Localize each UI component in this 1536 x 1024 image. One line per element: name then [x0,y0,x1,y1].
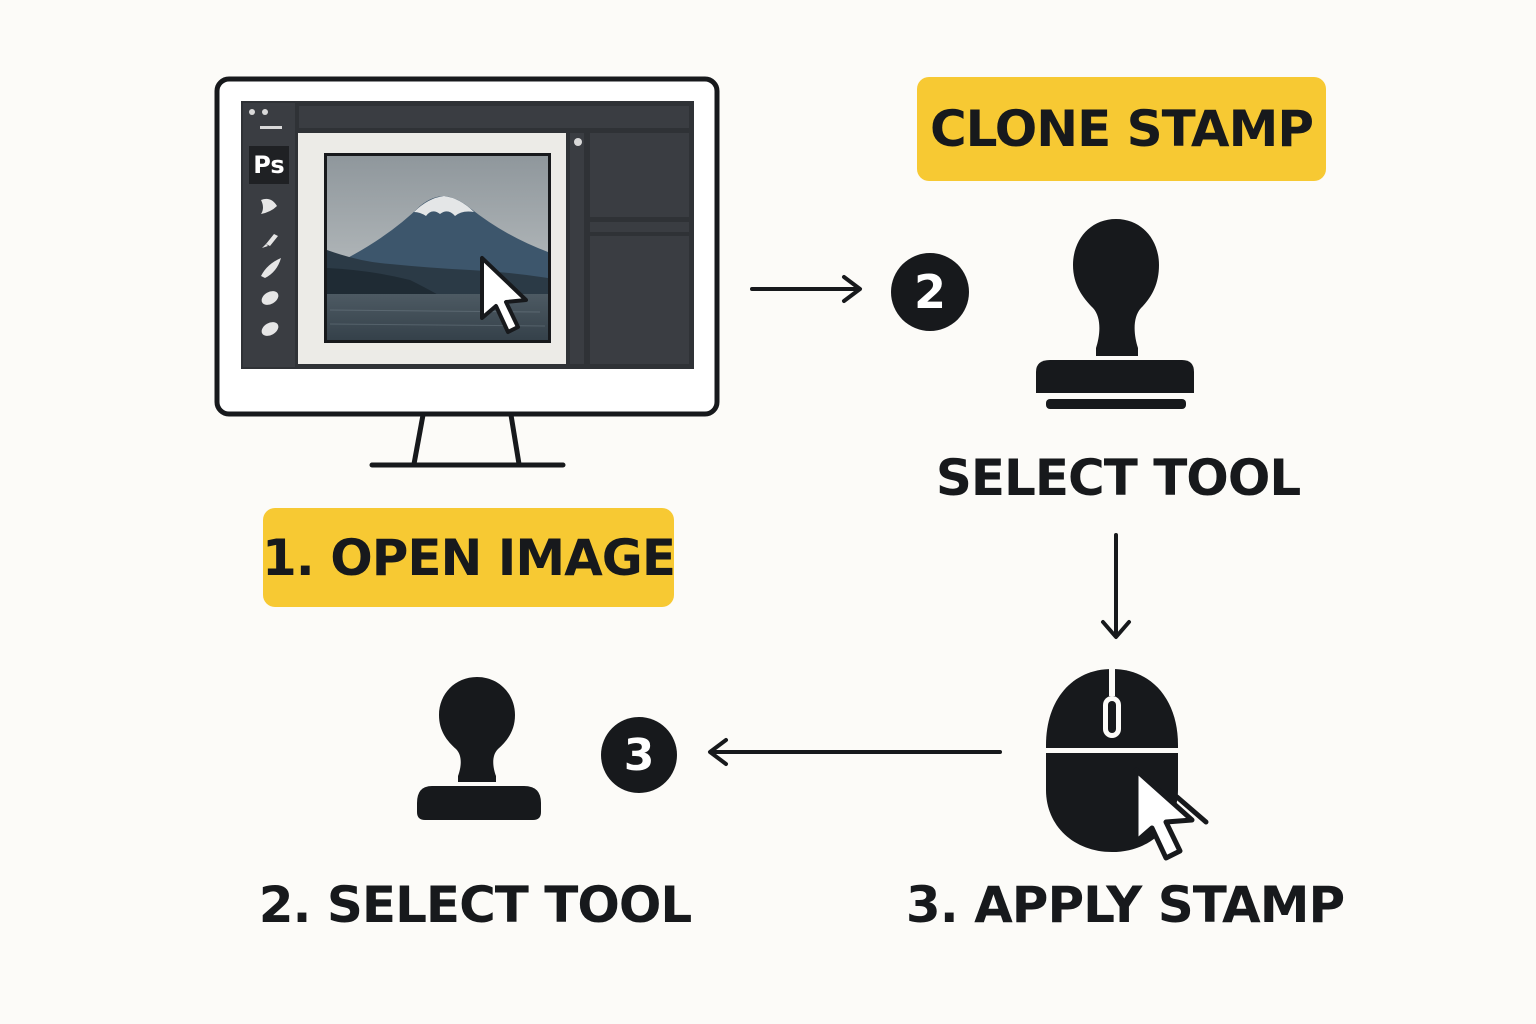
cursor-arrow-icon [1133,767,1195,861]
select-tool-caption: SELECT TOOL [935,449,1301,507]
open-image-label: 1. OPEN IMAGE [262,508,676,607]
clone-stamp-label: CLONE STAMP [917,77,1326,181]
app-icon-text: Ps [253,151,285,179]
select-tool-step-label: 2. SELECT TOOL [258,876,693,934]
cursor-arrow-icon [480,256,528,334]
step-3-badge: 3 [601,717,677,793]
apply-stamp-step-label: 3. APPLY STAMP [905,876,1345,934]
step-2-badge: 2 [891,253,969,331]
